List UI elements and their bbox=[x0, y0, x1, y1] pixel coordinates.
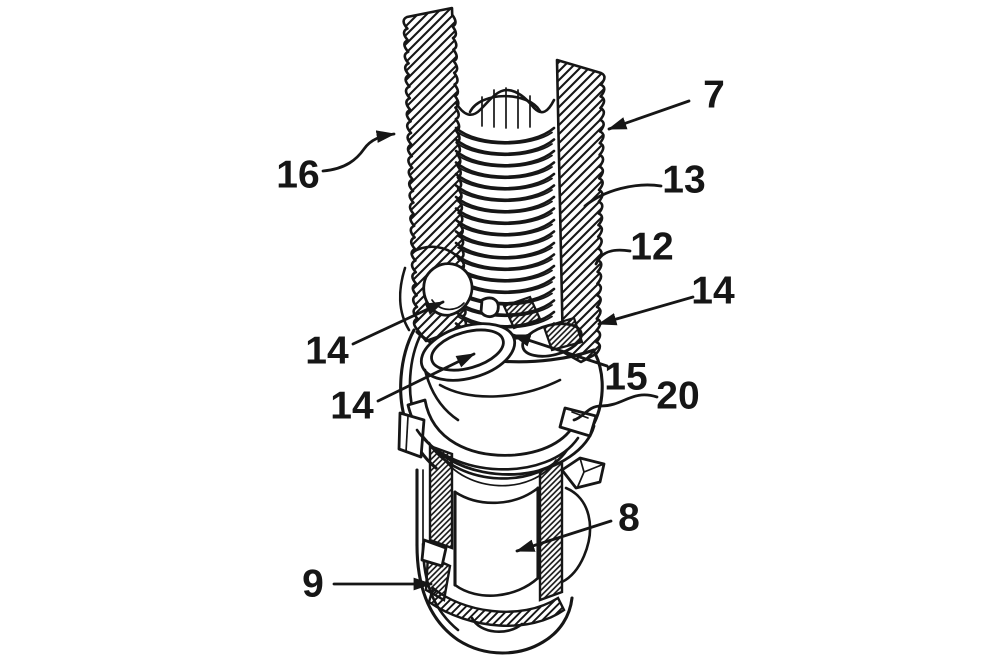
ref-label-16: 16 bbox=[276, 153, 320, 197]
right-strip-top-tab-fold bbox=[577, 457, 605, 487]
locking-insert-sections bbox=[479, 295, 584, 352]
front-cut-rim-left bbox=[398, 266, 411, 332]
leader-16 bbox=[321, 130, 396, 173]
leader-lines bbox=[321, 99, 695, 591]
screw-dome bbox=[468, 94, 542, 114]
right-threaded-wall-section bbox=[555, 58, 606, 364]
screw-dome-shading bbox=[481, 87, 531, 129]
leader-15 bbox=[511, 333, 609, 368]
ref-label-14-left-lower: 14 bbox=[330, 384, 374, 428]
leader-14-left-lower bbox=[376, 352, 476, 403]
ref-label-12: 12 bbox=[630, 225, 674, 269]
snap-ring-right-end-notch bbox=[571, 411, 589, 419]
ref-label-20: 20 bbox=[656, 374, 700, 418]
right-wall-strip-section bbox=[538, 460, 564, 602]
leader-12 bbox=[594, 248, 632, 266]
cup-outer-wall bbox=[415, 543, 574, 655]
body-lower-front-arc bbox=[438, 378, 562, 398]
cup-bottom-section-crescent bbox=[427, 585, 566, 627]
front-cut-rim-upper bbox=[411, 245, 461, 260]
left-wall-strip-section bbox=[428, 444, 454, 550]
cup-bottom-bump bbox=[470, 616, 524, 634]
snap-ring-right-end-tab bbox=[558, 406, 598, 438]
body-inner-left-arc bbox=[423, 368, 460, 422]
cup-left-pocket bbox=[420, 538, 448, 568]
leader-14-left-upper bbox=[351, 300, 445, 346]
leader-8 bbox=[515, 519, 613, 553]
ref-label-13: 13 bbox=[662, 158, 706, 202]
ref-label-14-left-upper: 14 bbox=[305, 329, 349, 373]
ref-label-8: 8 bbox=[618, 496, 640, 540]
ref-label-14-right: 14 bbox=[691, 269, 735, 313]
leader-7 bbox=[607, 99, 691, 131]
outer-sleeve-cup bbox=[415, 538, 574, 655]
internal-thread-arcs bbox=[454, 126, 556, 339]
ref-label-7: 7 bbox=[703, 73, 725, 117]
snap-ring-left-end-tab-fold bbox=[405, 415, 409, 453]
lower-cylinder bbox=[415, 444, 606, 602]
leader-14-right bbox=[597, 295, 695, 326]
right-crescent-edge bbox=[560, 486, 592, 584]
cylinder-top-arc bbox=[453, 486, 540, 505]
snap-ring-left-end-tab bbox=[397, 411, 426, 459]
ref-label-15: 15 bbox=[604, 355, 648, 399]
spherical-body bbox=[398, 245, 604, 470]
leader-13 bbox=[583, 183, 663, 208]
leader-20 bbox=[572, 393, 659, 422]
ref-label-9: 9 bbox=[302, 562, 324, 606]
cylinder-bottom-arc bbox=[453, 576, 540, 597]
